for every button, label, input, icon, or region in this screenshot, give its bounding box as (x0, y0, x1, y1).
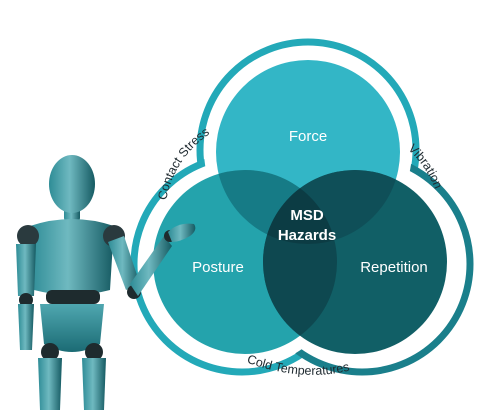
center-label-line2: Hazards (278, 227, 336, 244)
force-label: Force (289, 128, 327, 145)
mannequin-figure (16, 155, 196, 410)
center-label-line1: MSD (290, 207, 324, 224)
posture-label: Posture (192, 259, 244, 276)
repetition-label: Repetition (360, 259, 428, 276)
center-overlap (263, 170, 337, 244)
